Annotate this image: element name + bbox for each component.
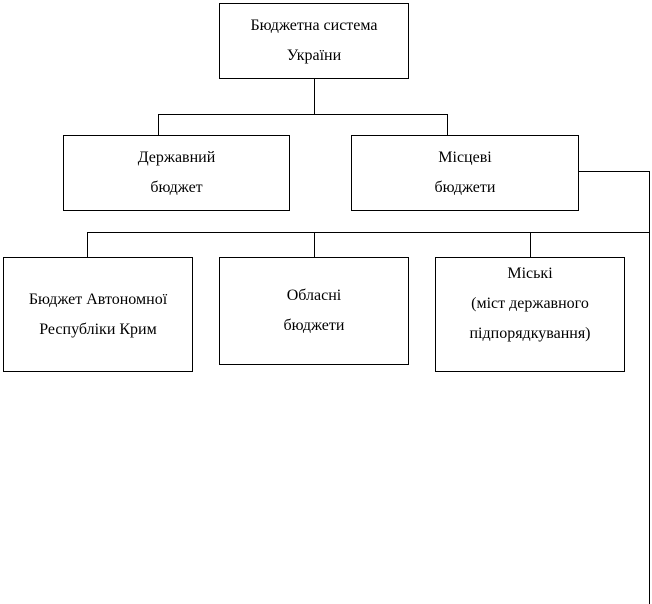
connector bbox=[314, 78, 315, 114]
connector bbox=[87, 232, 88, 257]
local-budgets-node: Місцеві бюджети bbox=[351, 135, 579, 211]
connector bbox=[87, 232, 650, 233]
node-text: Бюджетна система bbox=[250, 17, 378, 34]
node-text: підпорядкування) bbox=[469, 325, 591, 342]
root-node: Бюджетна система України bbox=[219, 3, 409, 79]
node-text: Державний bbox=[137, 149, 216, 166]
connector bbox=[158, 114, 159, 135]
node-text: бюджети bbox=[283, 317, 345, 334]
state-budget-node: Державний бюджет bbox=[63, 135, 290, 211]
node-text: Місцеві bbox=[438, 149, 492, 166]
connector bbox=[578, 171, 650, 172]
connector bbox=[158, 114, 448, 115]
city-budgets-node: Міські (міст державного підпорядкування) bbox=[435, 257, 625, 372]
node-text: Республіки Крим bbox=[39, 320, 157, 338]
connector bbox=[649, 171, 650, 604]
node-text: Бюджет Автономної bbox=[28, 290, 168, 308]
crimea-budget-node: Бюджет Автономної Республіки Крим bbox=[3, 257, 193, 372]
node-text: бюджети bbox=[434, 179, 496, 196]
node-text: Міські bbox=[507, 265, 553, 282]
regional-budgets-node: Обласні бюджети bbox=[219, 257, 409, 365]
node-text: Обласні bbox=[286, 287, 342, 304]
node-text: України bbox=[286, 47, 342, 64]
connector bbox=[447, 114, 448, 135]
node-text: бюджет bbox=[150, 179, 203, 196]
connector bbox=[530, 232, 531, 257]
connector bbox=[314, 232, 315, 257]
node-text: (міст державного bbox=[471, 295, 589, 312]
